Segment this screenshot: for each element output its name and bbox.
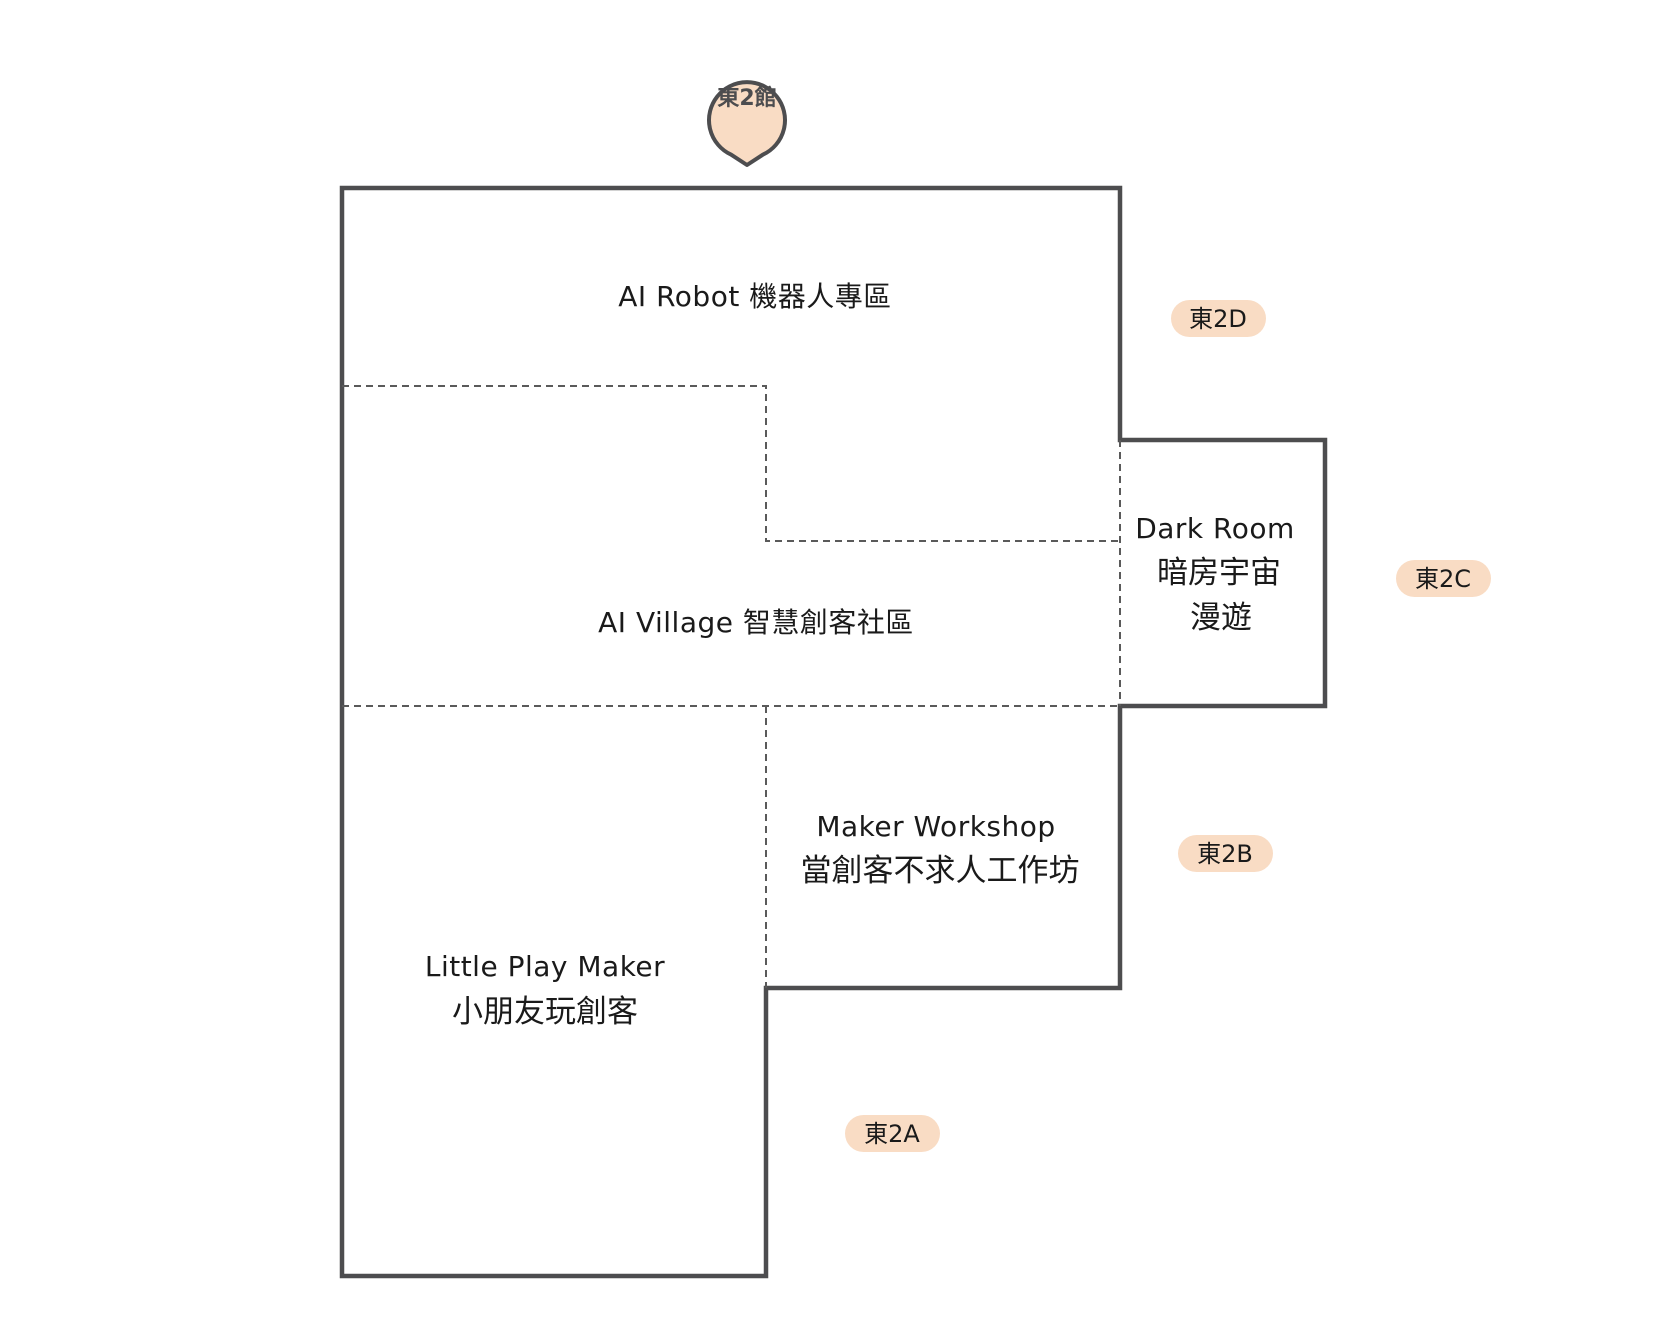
section-tag-2c-label: 東2C: [1415, 565, 1471, 593]
section-tag-2d-background: [1171, 300, 1266, 337]
map-pin-icon: [707, 80, 787, 167]
zone-dark-room-label-zh: 暗房宇宙: [1157, 555, 1281, 591]
section-tag-2b-background: [1178, 835, 1273, 872]
section-tag-2d-label: 東2D: [1189, 305, 1247, 333]
zone-ai-village-label[interactable]: AI Village 智慧創客社區: [598, 606, 914, 639]
zone-little-play-maker-label-en[interactable]: Little Play Maker: [425, 950, 665, 983]
zone-dark-room-label-en[interactable]: Dark Room: [1135, 512, 1295, 545]
divider-ai-robot: [342, 385, 1120, 542]
zone-little-play-maker-label-zh: 小朋友玩創客: [452, 994, 638, 1030]
section-tag-2c-background: [1396, 560, 1491, 597]
section-tag-2b[interactable]: 東2B: [1178, 835, 1273, 872]
zone-maker-workshop-label-zh: 當創客不求人工作坊: [801, 853, 1080, 889]
section-tag-2b-label: 東2B: [1197, 840, 1253, 868]
section-tag-2d[interactable]: 東2D: [1171, 300, 1266, 337]
section-tag-2a-label: 東2A: [864, 1120, 920, 1148]
zone-maker-workshop-label-en[interactable]: Maker Workshop: [816, 810, 1055, 843]
floor-plan-outline: [339, 185, 1328, 1279]
zone-ai-robot-label[interactable]: AI Robot 機器人專區: [618, 280, 891, 313]
zone-dark-room-label-zh-2: 漫遊: [1190, 600, 1252, 636]
section-tag-2a[interactable]: 東2A: [845, 1115, 940, 1152]
building-marker[interactable]: 東2館: [707, 80, 787, 167]
section-tag-2a-background: [845, 1115, 940, 1152]
section-tag-2c[interactable]: 東2C: [1396, 560, 1491, 597]
building-marker-label: 東2館: [717, 85, 776, 111]
